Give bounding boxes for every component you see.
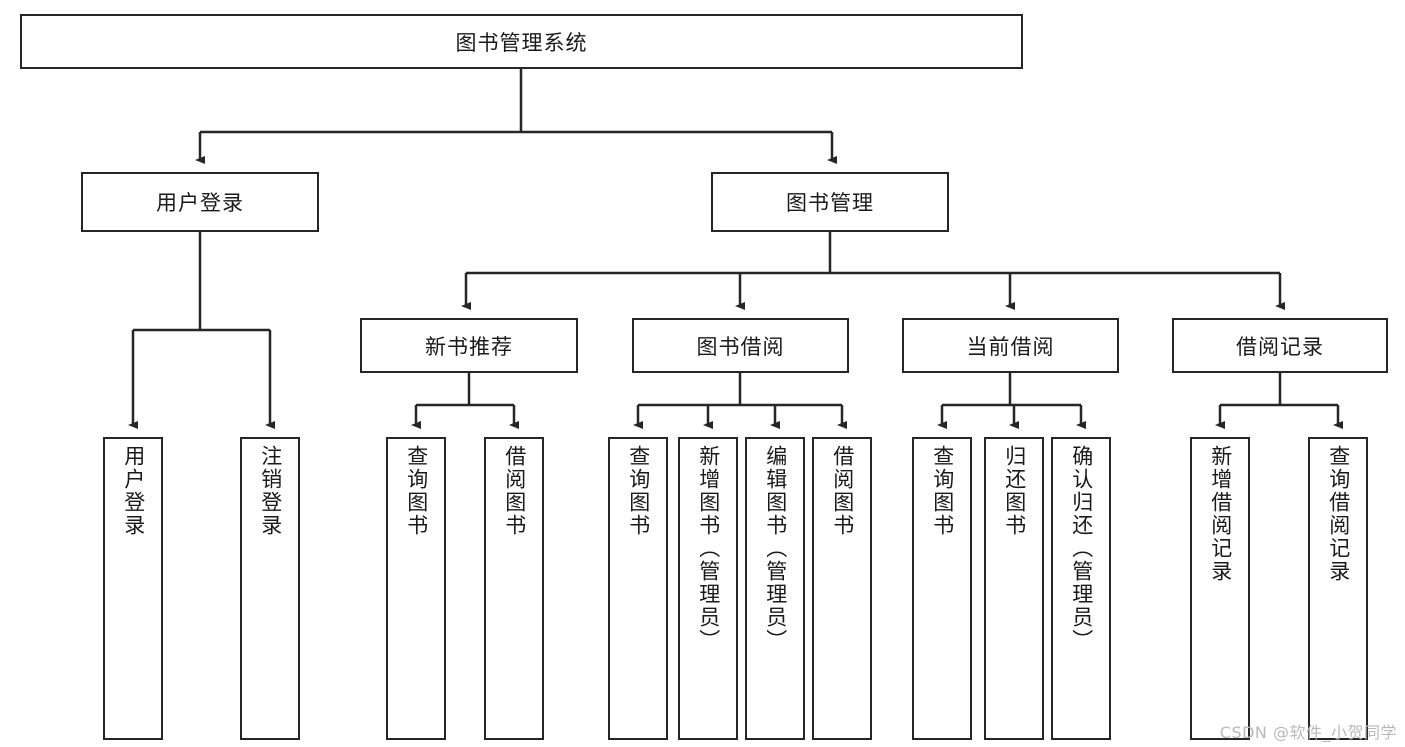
node-label: 编辑图书（管理员） (763, 445, 788, 652)
node-borrow-record[interactable]: 借阅记录 (1172, 318, 1388, 373)
node-label: 注销登录 (258, 445, 283, 537)
node-label: 借阅图书 (830, 445, 855, 537)
node-leaf-borrow-book-1[interactable]: 借阅图书 (484, 437, 544, 740)
edge-newbook-to-leaves (411, 373, 519, 429)
node-leaf-logout[interactable]: 注销登录 (240, 437, 300, 740)
node-leaf-query-book-1[interactable]: 查询图书 (386, 437, 446, 740)
node-label: 图书借阅 (696, 334, 785, 359)
node-user-login[interactable]: 用户登录 (81, 172, 319, 232)
node-leaf-confirm-return[interactable]: 确认归还（管理员） (1051, 437, 1111, 740)
node-label: 查询借阅记录 (1326, 445, 1351, 583)
node-label: 当前借阅 (966, 334, 1055, 359)
node-leaf-user-login[interactable]: 用户登录 (103, 437, 163, 740)
node-label: 归还图书 (1002, 445, 1027, 537)
node-book-management[interactable]: 图书管理 (711, 172, 949, 232)
node-label: 查询图书 (626, 445, 651, 537)
node-label: 查询图书 (930, 445, 955, 537)
node-new-book-recommend[interactable]: 新书推荐 (360, 318, 578, 373)
edge-root-to-level2 (195, 69, 837, 164)
node-label: 确认归还（管理员） (1069, 445, 1094, 652)
edge-bookmanage-to-level3 (461, 232, 1285, 310)
node-label: 借阅图书 (502, 445, 527, 537)
node-label: 用户登录 (156, 191, 244, 215)
node-book-management-system[interactable]: 图书管理系统 (20, 14, 1023, 69)
node-leaf-edit-book[interactable]: 编辑图书（管理员） (745, 437, 805, 740)
node-leaf-return-book[interactable]: 归还图书 (984, 437, 1044, 740)
edge-currentborrow-to-leaves (937, 373, 1086, 429)
node-label: 新增图书（管理员） (696, 445, 721, 652)
edge-bookborrow-to-leaves (633, 373, 847, 429)
node-label: 用户登录 (121, 445, 146, 537)
node-leaf-add-book[interactable]: 新增图书（管理员） (678, 437, 738, 740)
edge-borrowrecord-to-leaves (1215, 373, 1343, 429)
node-leaf-borrow-book-2[interactable]: 借阅图书 (812, 437, 872, 740)
node-leaf-query-book-2[interactable]: 查询图书 (608, 437, 668, 740)
node-leaf-add-borrow-record[interactable]: 新增借阅记录 (1190, 437, 1250, 740)
node-current-borrow[interactable]: 当前借阅 (902, 318, 1119, 373)
node-label: 图书管理 (786, 191, 874, 215)
node-label: 借阅记录 (1236, 334, 1324, 359)
node-book-borrow[interactable]: 图书借阅 (632, 318, 849, 373)
node-label: 新书推荐 (425, 334, 513, 359)
node-label: 图书管理系统 (455, 30, 588, 55)
node-leaf-query-borrow-record[interactable]: 查询借阅记录 (1308, 437, 1368, 740)
node-label: 新增借阅记录 (1208, 445, 1233, 583)
node-leaf-query-book-3[interactable]: 查询图书 (912, 437, 972, 740)
edge-userlogin-to-leaves (128, 232, 275, 429)
node-label: 查询图书 (404, 445, 429, 537)
